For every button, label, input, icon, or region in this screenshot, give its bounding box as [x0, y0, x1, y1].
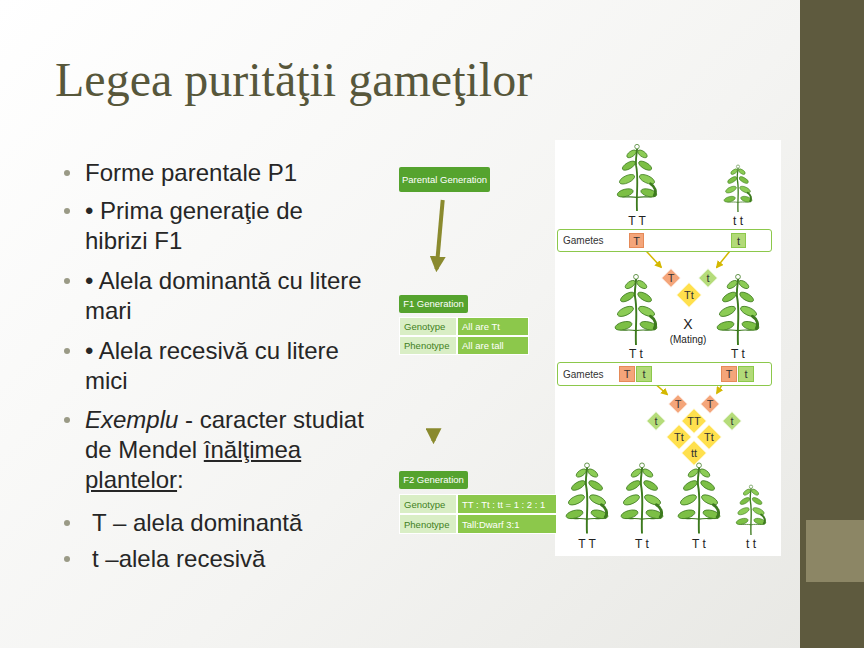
- label-text: T t: [731, 347, 745, 361]
- node-text: t: [730, 415, 733, 427]
- arrow-connector: [437, 200, 443, 269]
- node-text: t: [737, 235, 740, 247]
- gamete-square: T: [619, 366, 635, 382]
- label-text: t t: [733, 214, 743, 228]
- bullet-text: t –alela recesivă: [92, 545, 265, 572]
- genotype-label: (Mating): [670, 334, 707, 345]
- arrow-connector: [645, 249, 661, 267]
- label-text: T t: [692, 537, 706, 551]
- bullet-text: Exemplu: [85, 406, 178, 433]
- table-key-cell: Genotype: [399, 317, 457, 336]
- gamete-square: T: [629, 233, 644, 248]
- label-text: T t: [635, 537, 649, 551]
- gamete-square: t: [738, 366, 754, 382]
- node-text: TT : Tt : tt = 1 : 2 : 1: [462, 499, 545, 510]
- node-text: Phenotype: [404, 340, 449, 351]
- slide-title: Legea purităţii gameţilor: [55, 52, 532, 107]
- genotype-label: t t: [746, 537, 756, 551]
- allele-diamond: t: [698, 268, 718, 288]
- allele-diamond: T: [700, 394, 720, 414]
- bullet-text: • Alela dominantă cu litere mari: [85, 267, 362, 324]
- table-value-cell: All are Tt: [457, 317, 529, 336]
- node-text: Parental Generation: [402, 175, 487, 185]
- node-text: All are Tt: [462, 321, 500, 332]
- genotype-diamond: Tt: [676, 282, 702, 308]
- node-text: TT: [687, 415, 700, 427]
- bullet-text: • Prima generaţie de hibrizi F1: [85, 197, 303, 254]
- generation-box: F2 Generation: [399, 471, 468, 489]
- genotype-diamond: tt: [681, 440, 707, 466]
- genotype-label: T t: [635, 537, 649, 551]
- label-text: T T: [578, 537, 596, 551]
- allele-diamond: T: [661, 268, 681, 288]
- node-text: Gametes: [563, 369, 604, 380]
- node-text: Tt: [674, 431, 684, 443]
- label-text: X: [683, 316, 692, 332]
- bullet-item: T – alela dominantă: [92, 508, 374, 538]
- label-text: T T: [628, 214, 646, 228]
- table-key-cell: Phenotype: [399, 514, 457, 534]
- table-value-cell: Tall:Dwarf 3:1: [457, 514, 557, 534]
- bullet-text: :: [177, 466, 184, 493]
- node-text: Tt: [704, 431, 714, 443]
- genotype-label: t t: [733, 214, 743, 228]
- gametes-band: GametesTtTt: [557, 362, 772, 386]
- genotype-label: T t: [731, 347, 745, 361]
- bullet-item: • Alela dominantă cu litere mari: [85, 266, 367, 326]
- bullet-text: • Alela recesivă cu litere mici: [85, 337, 339, 394]
- node-text: Phenotype: [404, 519, 449, 530]
- bullet-item: • Prima generaţie de hibrizi F1: [85, 196, 367, 256]
- node-text: Gametes: [563, 235, 604, 246]
- table-value-cell: All are tall: [457, 336, 529, 355]
- node-text: T: [675, 398, 682, 410]
- node-text: t: [642, 368, 645, 380]
- bullet-text: T – alela dominantă: [92, 509, 302, 536]
- table-value-cell: TT : Tt : tt = 1 : 2 : 1: [457, 494, 557, 514]
- node-text: All are tall: [462, 340, 504, 351]
- allele-diamond: T: [668, 394, 688, 414]
- genotype-label: T t: [692, 537, 706, 551]
- gamete-square: t: [731, 233, 746, 248]
- node-text: T: [668, 272, 675, 284]
- generation-box: F1 Generation: [399, 295, 468, 313]
- node-text: Genotype: [404, 321, 445, 332]
- label-text: t t: [746, 537, 756, 551]
- node-text: T: [624, 368, 631, 380]
- node-text: t: [744, 368, 747, 380]
- node-text: F2 Generation: [403, 475, 464, 485]
- label-text: (Mating): [670, 334, 707, 345]
- node-text: Genotype: [404, 499, 445, 510]
- generation-box: Parental Generation: [399, 167, 490, 192]
- node-text: t: [706, 272, 709, 284]
- genotype-label: T t: [629, 347, 643, 361]
- bullet-item: t –alela recesivă: [92, 544, 374, 574]
- table-key-cell: Phenotype: [399, 336, 457, 355]
- title-text: Legea purităţii gameţilor: [55, 53, 532, 106]
- node-text: Tt: [684, 289, 694, 301]
- node-text: F1 Generation: [403, 299, 464, 309]
- arrow-connector: [432, 433, 436, 441]
- node-text: T: [633, 235, 640, 247]
- node-text: T: [707, 398, 714, 410]
- bullet-item: • Alela recesivă cu litere mici: [85, 336, 367, 396]
- node-text: t: [654, 415, 657, 427]
- allele-diamond: t: [722, 411, 742, 431]
- genotype-label: X: [683, 316, 692, 332]
- node-text: tt: [691, 447, 697, 459]
- bullet-text: Forme parentale P1: [85, 159, 297, 186]
- gametes-band: Gametes Tt: [557, 229, 772, 252]
- bullet-item: Exemplu- caracter studiat de Mendelînălţ…: [85, 405, 367, 495]
- node-text: T: [726, 368, 733, 380]
- gamete-square: t: [636, 366, 652, 382]
- genotype-label: T T: [628, 214, 646, 228]
- arrow-connector: [717, 250, 731, 268]
- node-text: Tall:Dwarf 3:1: [462, 519, 520, 530]
- genotype-label: T T: [578, 537, 596, 551]
- gamete-square: T: [721, 366, 737, 382]
- label-text: T t: [629, 347, 643, 361]
- table-key-cell: Genotype: [399, 494, 457, 514]
- bullet-item: Forme parentale P1: [85, 158, 367, 188]
- allele-diamond: t: [646, 411, 666, 431]
